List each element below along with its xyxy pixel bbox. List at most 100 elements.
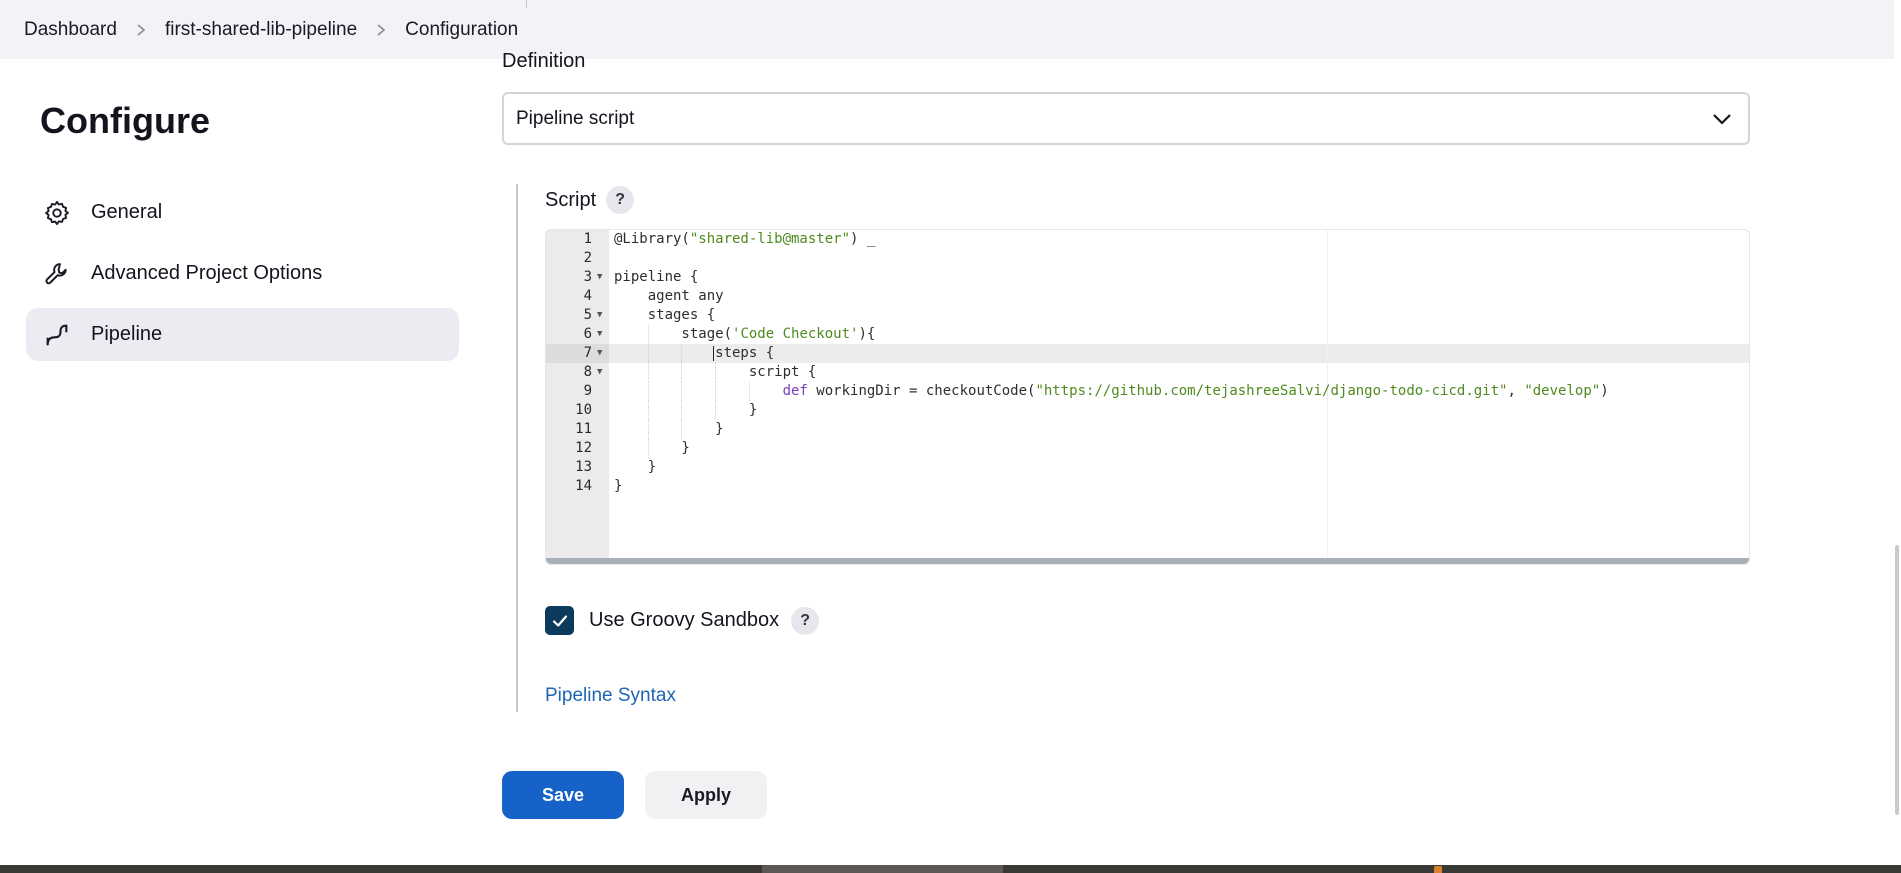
definition-selected-value: Pipeline script [516, 107, 635, 129]
code-text: stage('Code Checkout'){ [614, 326, 876, 342]
editor-print-margin [1327, 230, 1328, 560]
code-text: agent any [614, 288, 724, 304]
code-text: script { [614, 364, 817, 380]
sidebar-item-pipeline[interactable]: Pipeline [26, 308, 459, 361]
code-line[interactable]: 8▼ script { [546, 363, 1749, 382]
indent-guide [647, 420, 649, 439]
indent-guide [647, 344, 649, 363]
code-text: } [614, 478, 623, 494]
line-number: 5 [583, 307, 592, 323]
chevron-right-icon [357, 23, 405, 37]
script-label-text: Script [545, 188, 597, 211]
code-line[interactable]: 11 } [546, 420, 1749, 439]
code-text: stages { [614, 307, 716, 323]
indent-guide [681, 363, 683, 382]
code-line[interactable]: 9 def workingDir = checkoutCode("https:/… [546, 382, 1749, 401]
groovy-sandbox-help-button[interactable]: ? [791, 606, 820, 635]
indent-guide [681, 420, 683, 439]
indent-guide [647, 382, 649, 401]
line-number: 7 [583, 345, 592, 361]
taskbar-active-app[interactable] [762, 865, 1003, 873]
indent-guide [715, 382, 717, 401]
apply-button[interactable]: Apply [645, 771, 767, 819]
code-text: } [614, 402, 758, 418]
pipeline-icon [42, 320, 72, 350]
line-number: 14 [575, 478, 592, 494]
page-vertical-scrollbar[interactable] [1894, 0, 1901, 865]
page-title: Configure [40, 100, 210, 141]
fold-toggle-icon[interactable]: ▼ [597, 272, 603, 282]
sidebar-nav: General Advanced Project Options Pipelin… [26, 186, 459, 369]
code-text: } [614, 440, 690, 456]
code-line[interactable]: 10 } [546, 401, 1749, 420]
code-line[interactable]: 12 } [546, 439, 1749, 458]
breadcrumb-job[interactable]: first-shared-lib-pipeline [164, 18, 358, 40]
code-text: } [614, 459, 657, 475]
code-line[interactable]: 5 ▼ stages { [546, 306, 1749, 325]
code-text: steps { [614, 345, 775, 361]
indent-guide [715, 363, 717, 382]
sidebar-item-advanced-project-options[interactable]: Advanced Project Options [26, 247, 459, 300]
indent-guide [681, 401, 683, 420]
definition-label: Definition [502, 50, 586, 72]
groovy-sandbox-checkbox[interactable] [545, 606, 574, 635]
indent-guide [647, 401, 649, 420]
groovy-sandbox-label: Use Groovy Sandbox [589, 609, 780, 631]
indent-guide [647, 325, 649, 344]
chevron-down-icon [1713, 114, 1731, 125]
save-button[interactable]: Save [502, 771, 624, 819]
sidebar-item-label: General [91, 201, 163, 223]
text-cursor [713, 346, 715, 361]
code-line[interactable]: 6 ▼ stage('Code Checkout'){ [546, 325, 1749, 344]
editor-active-line [546, 344, 1749, 363]
breadcrumb: Dashboard first-shared-lib-pipeline Conf… [0, 0, 1901, 59]
indent-guide [681, 382, 683, 401]
line-number: 12 [575, 440, 592, 456]
code-text: } [614, 421, 724, 437]
line-number: 6 [583, 326, 592, 342]
section-divider [516, 184, 518, 712]
editor-horizontal-scrollbar[interactable] [546, 558, 1749, 564]
indent-guide [647, 363, 649, 382]
definition-select[interactable]: Pipeline script [502, 92, 1750, 145]
code-line[interactable]: 4 agent any [546, 287, 1749, 306]
fold-toggle-icon[interactable]: ▼ [597, 310, 603, 320]
code-text: @Library("shared-lib@master") _ [614, 231, 876, 247]
code-line[interactable]: 14} [546, 477, 1749, 496]
checkmark-icon [552, 614, 567, 627]
taskbar-app-icon[interactable] [1434, 866, 1442, 873]
breadcrumb-dashboard[interactable]: Dashboard [24, 18, 117, 40]
line-number: 13 [575, 459, 592, 475]
gear-icon [42, 198, 72, 228]
line-number: 10 [575, 402, 592, 418]
editor-gutter [546, 230, 609, 560]
script-label: Script ? [545, 186, 635, 214]
script-help-button[interactable]: ? [606, 186, 635, 214]
line-number: 1 [583, 231, 592, 247]
chevron-right-icon [117, 23, 165, 37]
line-number: 4 [583, 288, 592, 304]
line-number: 3 [583, 269, 592, 285]
code-line[interactable]: 13 } [546, 458, 1749, 477]
page-scrollbar-thumb[interactable] [1895, 545, 1899, 815]
divider [526, 0, 527, 8]
fold-toggle-icon[interactable]: ▼ [597, 348, 603, 358]
sidebar-item-general[interactable]: General [26, 186, 459, 239]
code-line[interactable]: 2 [546, 249, 1749, 268]
fold-toggle-icon[interactable]: ▼ [597, 367, 603, 377]
groovy-sandbox-row: Use Groovy Sandbox ? [545, 606, 820, 635]
fold-toggle-icon[interactable]: ▼ [597, 329, 603, 339]
pipeline-syntax-link[interactable]: Pipeline Syntax [545, 685, 676, 706]
code-line[interactable]: 3▼pipeline { [546, 268, 1749, 287]
indent-guide [748, 382, 750, 401]
indent-guide [647, 439, 649, 458]
line-number: 11 [575, 421, 592, 437]
line-number: 9 [583, 383, 592, 399]
sidebar-item-label: Pipeline [91, 323, 163, 345]
wrench-icon [42, 259, 72, 289]
sidebar-item-label: Advanced Project Options [91, 262, 323, 284]
breadcrumb-configuration[interactable]: Configuration [405, 18, 519, 40]
code-line[interactable]: 1 @Library("shared-lib@master") _ [546, 230, 1749, 249]
code-line[interactable]: 7 ▼ steps { [546, 344, 1749, 363]
